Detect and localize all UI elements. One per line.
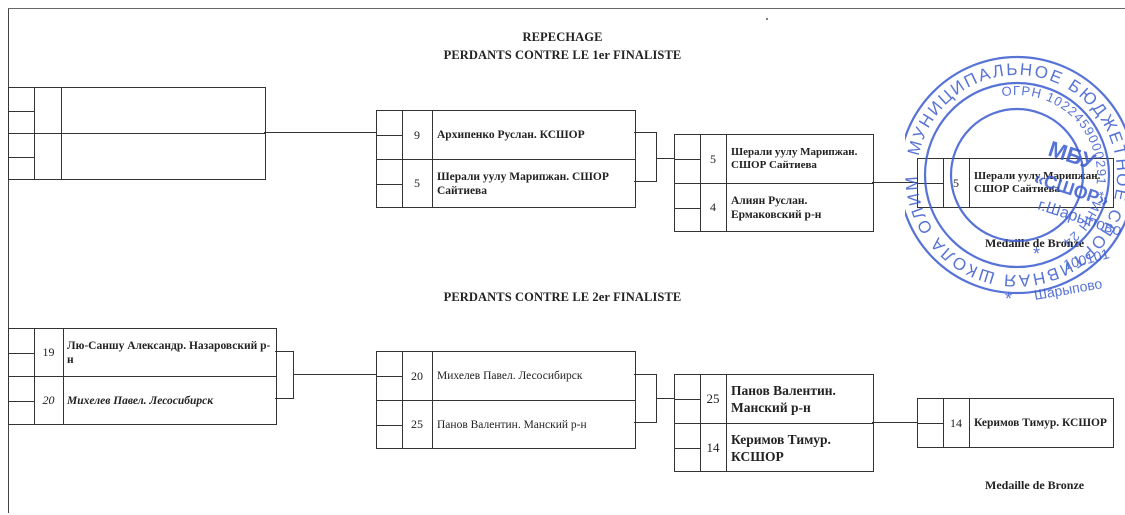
seed-number: 20	[402, 352, 433, 400]
s1-round1-slot-bottom: 5 Шерали уулу Марипжан. СШОР Сайтиева	[377, 159, 635, 207]
frame-top-border	[8, 8, 1125, 9]
s2-medal-label: Medaille de Bronze	[985, 478, 1085, 492]
page-title: REPECHAGE	[522, 30, 603, 44]
section2-heading: PERDANTS CONTRE LE 2er FINALISTE	[443, 290, 682, 304]
s2-round2-match-box: 25 Панов Валентин. Манский р-н 14 Керимо…	[674, 374, 874, 472]
s1-round2-slot-top: 5 Шерали уулу Марипжан. СШОР Сайтиева	[675, 135, 873, 183]
s1-final-slot: 5 Шерали уулу Марипжан. СШОР Сайтиева	[918, 159, 1113, 207]
s1-final-box: 5 Шерали уулу Марипжан. СШОР Сайтиева	[917, 158, 1114, 208]
competitor-name: Панов Валентин. Манский р-н	[731, 383, 836, 415]
seed-number: 5	[402, 160, 433, 207]
seed-number: 14	[700, 424, 727, 471]
s2-round0-slot-bottom: 20 Михелев Павел. Лесосибирск	[9, 376, 276, 424]
s1-empty-slot-bottom	[9, 133, 265, 179]
s2-round0-match-box: 19 Лю-Саншу Александр. Назаровский р-н 2…	[8, 328, 277, 425]
competitor-name: Панов Валентин. Манский р-н	[437, 418, 587, 431]
seed-number: 4	[700, 184, 727, 231]
s2-round1-slot-bottom: 25 Панов Валентин. Манский р-н	[377, 400, 635, 448]
competitor-name: Михелев Павел. Лесосибирск	[67, 394, 214, 407]
s1-empty-match-box	[8, 87, 266, 180]
s1-empty-slot-top	[9, 88, 265, 133]
s2-round0-slot-top: 19 Лю-Саншу Александр. Назаровский р-н	[9, 329, 276, 376]
s2-round1-match-box: 20 Михелев Павел. Лесосибирск 25 Панов В…	[376, 351, 636, 449]
s2-final-slot: 14 Керимов Тимур. КСШОР	[918, 399, 1113, 447]
competitor-name: Шерали уулу Марипжан. СШОР Сайтиева	[437, 170, 609, 197]
s1-round1-slot-top: 9 Архипенко Руслан. КСШОР	[377, 111, 635, 159]
s1-round2-match-box: 5 Шерали уулу Марипжан. СШОР Сайтиева 4 …	[674, 134, 874, 232]
s2-round2-slot-bottom: 14 Керимов Тимур. КСШОР	[675, 423, 873, 471]
s2-round2-slot-top: 25 Панов Валентин. Манский р-н	[675, 375, 873, 423]
section1-heading: PERDANTS CONTRE LE 1er FINALISTE	[443, 48, 682, 62]
competitor-name: Шерали уулу Марипжан. СШОР Сайтиева	[731, 146, 858, 171]
seed-number: 5	[943, 159, 970, 207]
competitor-name: Архипенко Руслан. КСШОР	[437, 129, 585, 141]
s2-round1-slot-top: 20 Михелев Павел. Лесосибирск	[377, 352, 635, 400]
speck-mark	[766, 18, 768, 20]
competitor-name: Шерали уулу Марипжан. СШОР Сайтиева	[974, 170, 1101, 195]
seed-number: 14	[943, 399, 970, 447]
competitor-name: Лю-Саншу Александр. Назаровский р-н	[67, 339, 271, 366]
frame-left-border	[8, 8, 9, 513]
s2-final-box: 14 Керимов Тимур. КСШОР	[917, 398, 1114, 448]
seed-number: 20	[34, 377, 64, 424]
competitor-name: Алиян Руслан. Ермаковский р-н	[731, 194, 822, 221]
seed-number: 25	[700, 375, 727, 423]
competitor-name: Керимов Тимур. КСШОР	[731, 431, 831, 464]
s1-medal-label: Medaille de Bronze	[985, 236, 1085, 250]
s1-round1-match-box: 9 Архипенко Руслан. КСШОР 5 Шерали уулу …	[376, 110, 636, 208]
s1-round2-slot-bottom: 4 Алиян Руслан. Ермаковский р-н	[675, 183, 873, 231]
seed-number: 5	[700, 135, 727, 183]
seed-number: 9	[402, 111, 433, 159]
seed-number: 25	[402, 401, 433, 448]
seed-number: 19	[34, 329, 64, 376]
competitor-name: Керимов Тимур. КСШОР	[974, 417, 1107, 429]
competitor-name: Михелев Павел. Лесосибирск	[437, 370, 583, 382]
